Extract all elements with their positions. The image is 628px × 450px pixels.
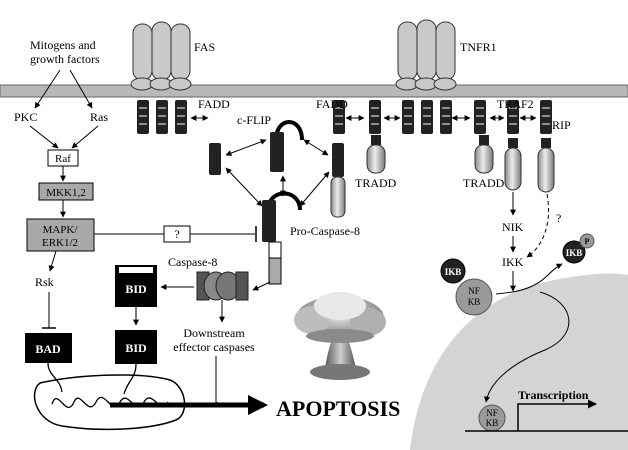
cflip-label: c-FLIP	[237, 113, 271, 127]
arrow-mitogens-pkc	[34, 69, 61, 109]
death-domain-block	[175, 100, 187, 134]
procaspase8-label: Pro-Caspase-8	[290, 224, 360, 238]
arrow-procaspase-caspase8	[252, 281, 271, 291]
nfkb-nuc-nf-label: NF	[486, 408, 498, 418]
mitogens-label-line1: Mitogens and	[30, 38, 96, 52]
apoptosis-label: APOPTOSIS	[276, 396, 400, 421]
death-domain-block	[421, 100, 433, 134]
pkc-label: PKC	[14, 110, 37, 124]
bad-to-mito	[47, 362, 63, 393]
bid-to-mito	[123, 363, 137, 395]
mapk-box	[26, 218, 95, 252]
mitochondrion	[33, 374, 186, 431]
nik-label: NIK	[502, 220, 524, 234]
question-box	[163, 225, 191, 243]
transcription-label: Transcription	[518, 388, 589, 402]
bid-top-label: BID	[125, 282, 147, 296]
fadd-right-label: FADD	[316, 97, 348, 111]
procaspase8-right	[330, 143, 346, 218]
death-domain-block	[402, 100, 414, 134]
kb-complex-label: KB	[468, 297, 481, 307]
death-domain-block	[474, 100, 486, 134]
fas-label: FAS	[194, 40, 215, 54]
bad-box	[25, 333, 72, 363]
tnfr1-label: TNFR1	[460, 40, 497, 54]
traf2-protein	[504, 138, 522, 191]
bid-top-notch	[119, 267, 153, 273]
ikk-label: IKK	[502, 255, 524, 269]
arrow-fadd-procaspase	[225, 167, 263, 207]
downstream-label-line2: effector caspases	[173, 340, 255, 354]
arrow-complex-ikb-release	[495, 263, 563, 295]
arrow-cflip-fadd-right	[303, 139, 329, 156]
fas-receptor	[130, 21, 192, 91]
ikb-nfkb-complex	[440, 258, 493, 316]
ikb-free-label: IKB	[566, 248, 583, 258]
rip-protein	[537, 138, 555, 193]
bid-bottom-label: BID	[125, 341, 147, 355]
arrow-mapk-rsk	[48, 250, 57, 272]
nf-complex-label: NF	[468, 286, 480, 296]
tradd-left-protein	[366, 135, 386, 174]
apoptosis-cloud-image	[294, 292, 386, 380]
caspase8-complex	[196, 271, 249, 301]
cell-membrane	[0, 84, 628, 98]
transcription-arrow	[517, 399, 597, 431]
bid-bottom-box	[115, 330, 157, 364]
arrow-nfkb-nucleus	[484, 291, 570, 403]
raf-label: Raf	[55, 153, 71, 165]
fadd-left-label: FADD	[198, 97, 230, 111]
death-domain-block	[540, 100, 552, 134]
death-domain-block	[440, 100, 452, 134]
downstream-label-line1: Downstream	[183, 326, 245, 340]
dashed-question-label: ?	[556, 211, 561, 225]
mapk-label-line1: MAPK/	[43, 224, 79, 236]
dashed-rip-ikk	[526, 193, 550, 258]
mapk-label-line2: ERK1/2	[42, 237, 78, 249]
arrow-fadd-cflip	[225, 139, 267, 156]
fadd-left-complex	[209, 143, 221, 175]
ikb-complex-label: IKB	[445, 267, 462, 277]
tnfr1-receptor	[395, 19, 457, 91]
mkk-box	[38, 182, 94, 201]
arrow-mitogens-ras	[69, 69, 93, 109]
traf2-label: TRAF2	[497, 97, 534, 111]
ras-label: Ras	[90, 110, 108, 124]
question-box-label: ?	[174, 227, 179, 241]
tradd-right-protein	[474, 135, 494, 174]
death-domain-blocks	[137, 100, 552, 134]
ikb-phospho	[562, 233, 595, 264]
nfkb-nuc-kb-label: KB	[486, 418, 499, 428]
death-domain-block	[137, 100, 149, 134]
rsk-label: Rsk	[35, 275, 54, 289]
bad-label: BAD	[35, 342, 61, 356]
p-label: P	[585, 237, 590, 246]
downstream-curve	[215, 401, 251, 406]
cflip-protein	[270, 120, 304, 172]
mkk-label: MKK1,2	[46, 187, 85, 199]
mitogens-label-line2: growth factors	[30, 52, 100, 66]
arrow-ras-raf	[71, 125, 99, 149]
death-domain-block	[369, 100, 381, 134]
nucleus-shape	[410, 273, 628, 450]
death-domain-block	[156, 100, 168, 134]
tradd-right-label: TRADD	[463, 176, 505, 190]
caspase8-label: Caspase-8	[168, 255, 217, 269]
arrow-pkc-raf	[29, 125, 59, 149]
arrow-procaspase-fadd-right	[299, 171, 330, 207]
procaspase8-lower	[262, 191, 302, 285]
rip-label: RIP	[552, 118, 571, 132]
tradd-left-label: TRADD	[355, 176, 397, 190]
